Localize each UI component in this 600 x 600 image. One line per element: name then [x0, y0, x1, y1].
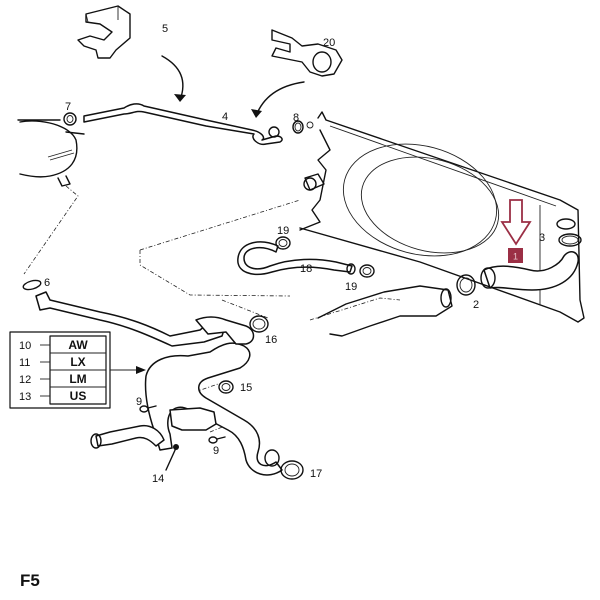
legend-number: 10 — [19, 340, 31, 352]
part-15-clamp — [218, 380, 234, 394]
part-8-clamp — [292, 120, 314, 134]
legend-number: 12 — [19, 374, 31, 386]
part-20-bracket — [271, 29, 343, 77]
callout-7: 7 — [65, 101, 71, 113]
water-pump-pipe — [317, 285, 453, 337]
arrow-head-icon — [174, 94, 186, 102]
expansion-tank — [17, 119, 85, 187]
part-2-clamp — [456, 274, 476, 296]
hose-end — [90, 433, 102, 449]
legend-code: LX — [70, 355, 85, 369]
callout-6: 6 — [44, 277, 50, 289]
callout-16: 16 — [265, 334, 277, 346]
part-1-hose — [483, 251, 579, 291]
callout-20: 20 — [323, 37, 335, 49]
part-4-hose — [83, 103, 283, 146]
radiator — [299, 111, 585, 323]
highlight-indicator: 1 — [500, 199, 532, 263]
arrow-head-icon — [136, 366, 146, 374]
callout-9-upper: 9 — [136, 396, 142, 408]
callout-9-lower: 9 — [213, 445, 219, 457]
callout-labels: 5 20 7 4 8 6 19 18 19 3 2 16 15 9 9 14 1… — [44, 23, 545, 485]
part-9-bolt-lower — [208, 436, 226, 444]
legend-code: US — [70, 389, 87, 403]
part-6-clamp — [22, 279, 42, 291]
arrow-20-to-hose — [255, 81, 305, 117]
part-3-clamp — [556, 218, 582, 247]
legend-code: LM — [69, 372, 86, 386]
callout-18: 18 — [300, 263, 312, 275]
heater-hose-left — [95, 424, 165, 447]
arrow-5-to-4 — [161, 55, 184, 101]
legend-number: 13 — [19, 391, 31, 403]
callout-19-lower: 19 — [345, 281, 357, 293]
part-14-marker — [173, 444, 179, 450]
callout-17: 17 — [310, 468, 322, 480]
part-1-badge — [508, 248, 523, 263]
callout-5: 5 — [162, 23, 168, 35]
heater-hose-branch — [195, 316, 255, 345]
part-19-clamp-lower — [359, 264, 375, 278]
hose-end — [268, 126, 280, 138]
part-5-clip — [77, 5, 131, 59]
callout-4: 4 — [222, 111, 228, 123]
part-18-hose — [237, 241, 353, 276]
callout-14: 14 — [152, 473, 164, 485]
hose-end — [346, 263, 356, 275]
callout-15: 15 — [240, 382, 252, 394]
part-16-clamp — [249, 315, 269, 333]
part-1-badge-text: 1 — [513, 252, 518, 262]
callout-19-upper: 19 — [277, 225, 289, 237]
figure-label: F5 — [20, 571, 40, 590]
legend-code: AW — [68, 338, 88, 352]
callout-2: 2 — [473, 299, 479, 311]
hose-end — [480, 267, 496, 289]
part-19-clamp-upper — [275, 236, 291, 250]
legend-number: 11 — [19, 357, 30, 369]
variant-legend: 10 11 12 13 AW LX LM US — [9, 331, 146, 409]
arrow-head-icon — [251, 109, 262, 118]
leader-14 — [165, 447, 177, 471]
pipe-outlet — [440, 288, 452, 308]
down-arrow-icon — [500, 199, 532, 246]
callout-3: 3 — [539, 232, 545, 244]
part-9-bolt-upper — [139, 405, 157, 413]
part-7-clamp — [63, 112, 77, 126]
heater-valve-body — [169, 407, 217, 431]
part-17-clamp — [280, 460, 304, 480]
hose-end — [264, 449, 280, 467]
callout-8: 8 — [293, 112, 299, 124]
